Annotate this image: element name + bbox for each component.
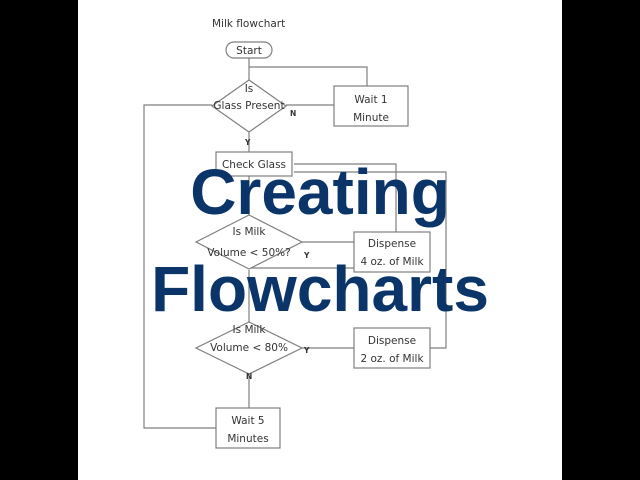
decision1-line1: Is: [245, 83, 254, 95]
process-dispense-4oz: Dispense 4 oz. of Milk: [353, 231, 431, 273]
decision1-yes-label: Y: [244, 138, 251, 147]
connector-lines: [143, 58, 447, 429]
overlay-title-line1: Creating: [190, 156, 450, 228]
decision-volume-80: Is Milk Volume < 80% Y N: [194, 321, 310, 381]
flowchart-diagram: Milk flowchart Start Is Glass Pres: [143, 18, 447, 449]
decision3-no-label: N: [246, 372, 252, 381]
decision-volume-50: Is Milk Volume < 50%? Y: [194, 214, 310, 270]
decision1-line2: Glass Present: [213, 100, 284, 112]
flowchart-panel: Milk flowchart Start Is Glass Pres: [78, 0, 562, 480]
wait1-line2: Minute: [353, 112, 389, 124]
decision2-yes-label: Y: [303, 251, 310, 260]
decision3-line1: Is Milk: [233, 324, 267, 336]
decision3-line2: Volume < 80%: [210, 342, 288, 354]
decision3-yes-label: Y: [303, 346, 310, 355]
decision2-line1: Is Milk: [233, 226, 267, 238]
decision-glass-present: Is Glass Present N Y: [210, 79, 296, 147]
start-terminal: Start: [225, 41, 273, 59]
process-dispense-2oz: Dispense 2 oz. of Milk: [353, 327, 431, 369]
check-glass-label: Check Glass: [222, 159, 286, 171]
wait5-line1: Wait 5: [231, 415, 264, 427]
dispense2-line1: Dispense: [368, 335, 416, 347]
dispense1-line2: 4 oz. of Milk: [360, 256, 424, 268]
decision1-no-label: N: [290, 109, 296, 118]
dispense1-line1: Dispense: [368, 238, 416, 250]
dispense2-line2: 2 oz. of Milk: [360, 353, 424, 365]
wait5-line2: Minutes: [227, 433, 268, 445]
overlay-title-line2: Flowcharts: [151, 253, 489, 325]
wait1-line1: Wait 1: [354, 94, 387, 106]
start-label: Start: [236, 45, 262, 57]
flowchart-title: Milk flowchart: [212, 18, 285, 30]
decision2-line2: Volume < 50%?: [207, 247, 290, 259]
process-wait-1-minute: Wait 1 Minute: [333, 85, 409, 127]
process-check-glass: Check Glass: [215, 151, 293, 177]
process-wait-5-minutes: Wait 5 Minutes: [215, 407, 281, 449]
